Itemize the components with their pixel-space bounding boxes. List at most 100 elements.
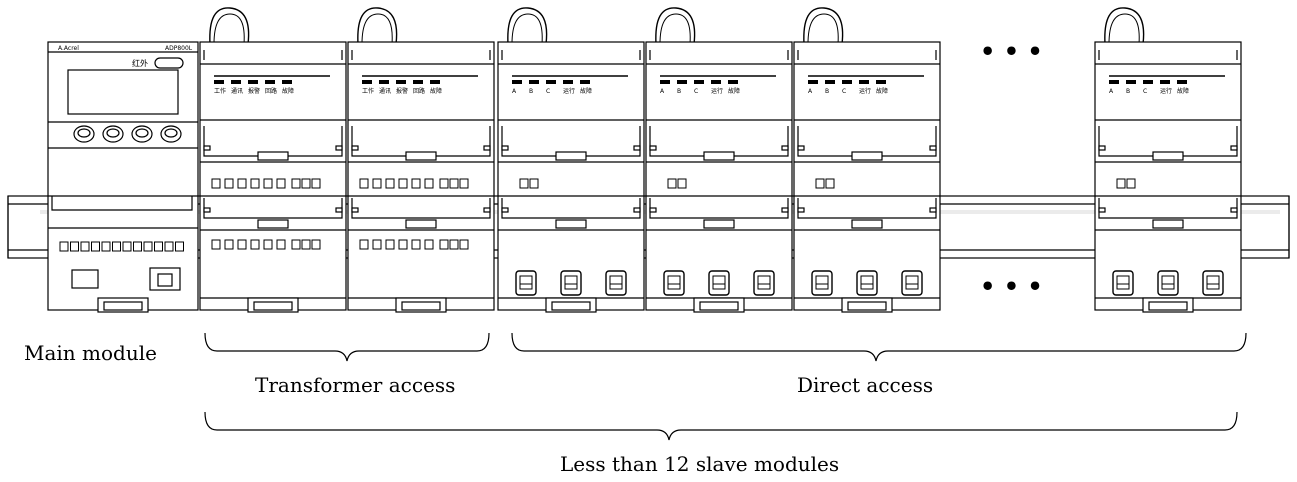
bus-cable-loop [655,7,696,45]
status-led [214,80,224,84]
status-led-label: B [825,88,829,95]
terminal [154,241,163,252]
ir-port-icon [154,57,184,69]
main-module-label: Main module [24,341,157,365]
status-led-label: 故障 [876,87,888,95]
terminal [164,241,174,252]
brace-transformer [204,332,490,362]
ellipsis-top: • • • [980,37,1043,66]
status-led-label: 故障 [728,87,740,95]
status-led-label: 回路 [265,87,277,95]
terminal-row-upper [667,178,687,189]
status-led [1143,80,1153,84]
status-led-label: 故障 [430,87,442,95]
status-led [660,80,670,84]
status-led-label: 运行 [859,87,871,95]
status-led-label: 工作 [214,87,226,95]
slave-module-transformer: 工作通讯报警回路故障 [347,7,495,313]
cover-latch [703,219,735,229]
status-led-label: A [1109,88,1114,95]
lcd-display [67,69,179,115]
status-led-label: B [1126,88,1130,95]
current-input-terminals [515,270,627,296]
terminal [112,241,121,252]
status-led-label: B [529,88,533,95]
status-led [842,80,852,84]
terminal-row-upper [359,178,469,189]
slave-module-direct: A B C 运行故障 [497,7,645,313]
status-led-label: 故障 [1177,87,1189,95]
status-led [231,80,241,84]
status-led [580,80,590,84]
status-led [563,80,573,84]
main-model-label: ADP800L [165,45,193,52]
status-led [546,80,556,84]
bus-cable-loop [357,7,398,45]
transformer-access-label: Transformer access [255,373,455,397]
status-led [362,80,372,84]
status-led [430,80,440,84]
main-terminal-strip [59,241,184,252]
status-led [1109,80,1119,84]
terminal-row-lower [211,239,321,250]
terminal [80,241,90,252]
status-led [876,80,886,84]
status-led [379,80,389,84]
bus-cable-loop [1104,7,1145,45]
status-led [248,80,258,84]
terminal-row-upper [211,178,321,189]
cover-latch [1152,219,1184,229]
terminal [122,241,132,252]
status-led-label: 故障 [282,87,294,95]
main-brand-label: A.Acrel [58,45,79,52]
slave-count-label: Less than 12 slave modules [560,452,839,476]
status-led [694,80,704,84]
cover-latch [851,219,883,229]
ir-port-label: 红外 [132,58,148,68]
status-led-label: 回路 [413,87,425,95]
terminal-row-upper [519,178,539,189]
main-keypad [73,125,182,143]
status-led-label: A [512,88,517,95]
status-led-label: 故障 [580,87,592,95]
status-led-label: 运行 [563,87,575,95]
current-input-terminals [1112,270,1224,296]
brace-direct [511,332,1247,362]
terminal [70,241,79,252]
status-led-label: A [660,88,665,95]
status-led-label: 报警 [248,87,260,95]
cover-latch [405,151,437,161]
status-led [677,80,687,84]
status-led-label: C [546,88,550,95]
cover-latch [555,151,587,161]
status-led [265,80,275,84]
status-led [282,80,292,84]
current-input-terminals [811,270,923,296]
status-led-label: 报警 [396,87,408,95]
status-led [825,80,835,84]
slave-module-transformer: 工作通讯报警回路故障 [199,7,347,313]
terminal [175,241,184,252]
status-led-label: A [808,88,813,95]
cover-latch [257,151,289,161]
terminal-row-upper [815,178,835,189]
status-led-row: 工作通讯报警回路故障 [214,80,294,95]
status-led-row: 工作通讯报警回路故障 [362,80,442,95]
status-led [413,80,423,84]
status-led-label: 运行 [711,87,723,95]
status-led [396,80,406,84]
rj45-port-left [71,269,99,289]
status-led [859,80,869,84]
cover-latch [405,219,437,229]
bus-cable-loop [209,7,250,45]
cover-latch [257,219,289,229]
main-module: A.Acrel ADP800L 红外 [47,41,199,313]
bus-cable-loop [803,7,844,45]
status-led [711,80,721,84]
terminal [59,241,69,252]
